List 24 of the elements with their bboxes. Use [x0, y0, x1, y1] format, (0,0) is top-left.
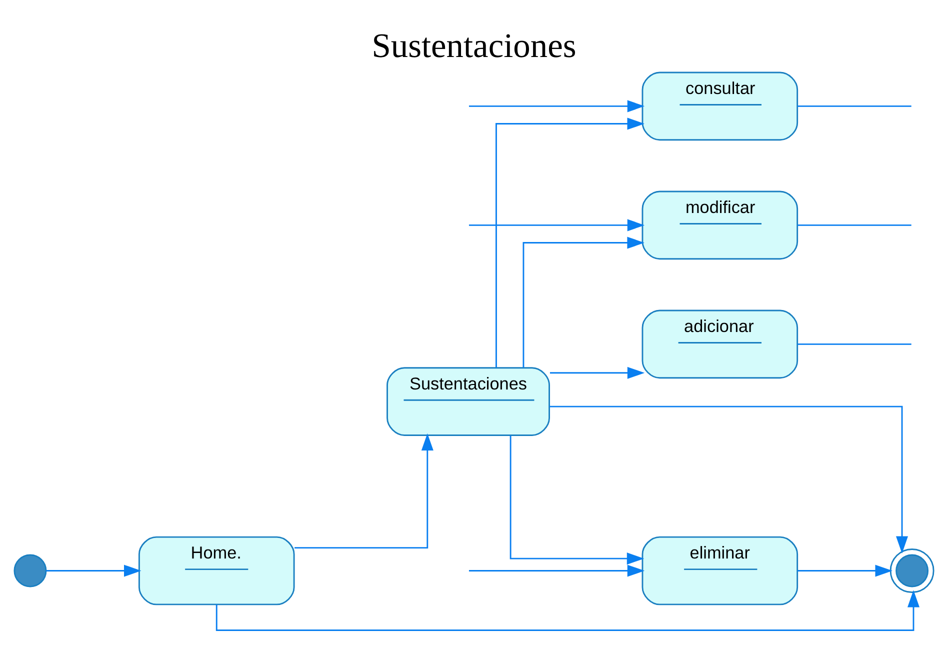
node-box: eliminar	[642, 536, 798, 605]
arrow	[510, 435, 644, 564]
node-box: Sustentaciones	[386, 366, 550, 436]
node-box: adicionar	[642, 309, 798, 378]
node-box: Home.	[138, 536, 295, 605]
arrow	[496, 117, 644, 367]
arrow	[294, 432, 434, 548]
node-circle	[890, 548, 934, 592]
arrow	[46, 564, 142, 576]
arrow	[216, 590, 920, 630]
node-circle	[14, 554, 47, 587]
connector	[798, 104, 912, 106]
arrow	[468, 100, 645, 112]
connector	[798, 224, 912, 226]
arrow	[468, 564, 645, 576]
node-box: modificar	[642, 190, 798, 260]
arrow	[549, 405, 908, 553]
arrow	[468, 218, 645, 231]
diagram-title: Sustentaciones	[372, 26, 576, 64]
arrow	[522, 236, 644, 367]
node-box: consultar	[642, 71, 798, 140]
arrow	[550, 366, 645, 378]
connector	[798, 342, 912, 344]
arrow	[798, 564, 892, 576]
